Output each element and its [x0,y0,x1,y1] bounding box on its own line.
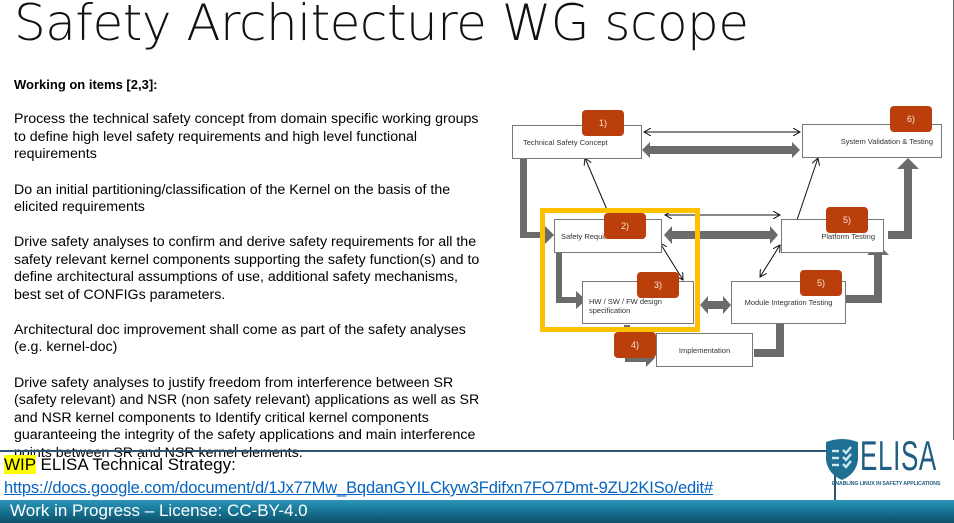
badge-step-5-module: 5) [800,270,842,296]
v-model-diagram: Technical Safety Concept System Validati… [500,95,950,395]
box-implementation: Implementation [656,333,753,367]
trace-sr-hw [660,243,683,280]
badge-step-3: 3) [637,272,679,298]
slide-title: Safety Architecture WG scope [14,0,749,52]
wip-badge: WIP [4,455,36,474]
trace-pt-mit [760,245,780,277]
logo-tagline: ENABLING LINUX IN SAFETY APPLICATIONS [832,481,941,487]
badge-step-1: 1) [582,110,624,136]
badge-step-2: 2) [604,213,646,239]
shield-checklist-icon [826,439,858,480]
license-bar: Work in Progress – License: CC-BY-4.0 [0,500,954,523]
arrow-pt-to-svt [888,158,919,239]
scope-paragraph: Process the technical safety concept fro… [14,111,479,163]
scope-paragraph: Architectural doc improvement shall come… [14,322,466,356]
scope-paragraph: Drive safety analyses to confirm and der… [14,234,480,303]
strategy-label: ELISA Technical Strategy: [35,455,236,474]
logo-wordmark: ELISA [860,432,937,479]
scope-paragraph: Do an initial partitioning/classificatio… [14,181,451,216]
scope-content: Working on items [2,3]: Process the tech… [14,76,484,462]
badge-step-4: 4) [614,332,656,358]
strategy-line: WIP ELISA Technical Strategy: [4,455,236,475]
arrow-tsc-svt [642,142,800,158]
arrow-sr-pt [664,226,778,244]
badge-step-5-platform: 5) [826,207,868,233]
scope-paragraph: Drive safety analyses to justify freedom… [14,374,480,461]
trace-pt-svt [796,158,818,221]
arrow-tsc-to-sr [520,158,554,244]
strategy-doc-link[interactable]: https://docs.google.com/document/d/1Jx77… [4,479,714,497]
badge-step-6: 6) [890,106,932,132]
license-text: Work in Progress – License: CC-BY-4.0 [10,501,308,520]
trace-sr-tsc [585,158,609,213]
footer-vertical-divider [834,450,836,523]
arrow-mit-to-pt [846,244,889,303]
elisa-logo: ELISA ENABLING LINUX IN SAFETY APPLICATI… [822,432,954,496]
arrow-hw-mit [700,296,731,314]
footer-divider [0,450,840,452]
highlight-items-2-3 [540,208,700,332]
scope-heading: Working on items [2,3]: [14,77,158,92]
trace-arrows [585,132,818,280]
